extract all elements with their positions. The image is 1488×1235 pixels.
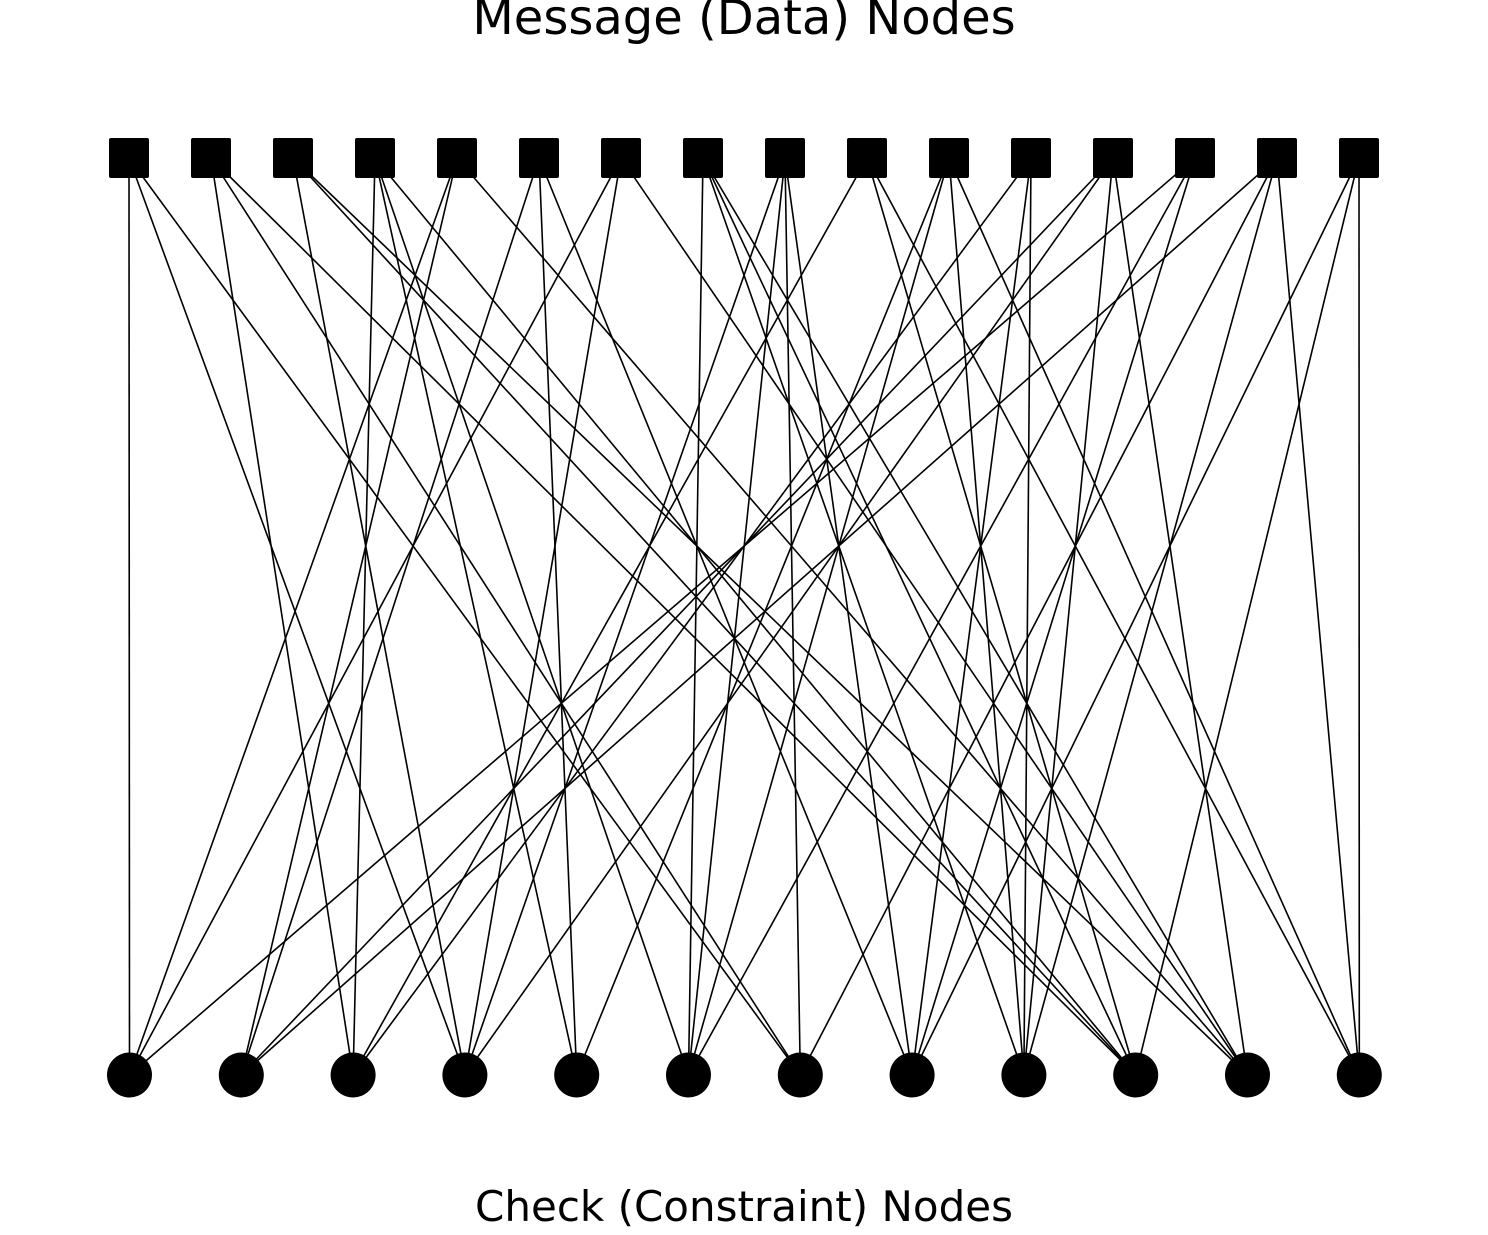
message-node-7 [683, 138, 723, 178]
edge-m0-c0 [129, 158, 130, 1075]
check-node-7 [890, 1053, 935, 1098]
message-node-12 [1093, 138, 1133, 178]
edge-m6-c0 [130, 158, 622, 1075]
edge-m9-c9 [867, 158, 1136, 1075]
message-node-14 [1257, 138, 1297, 178]
check-node-1 [219, 1053, 264, 1098]
message-node-11 [1011, 138, 1051, 178]
edges [129, 158, 1359, 1075]
edge-m13-c0 [130, 158, 1196, 1075]
edge-m8-c6 [785, 158, 800, 1075]
edge-m5-c1 [241, 158, 539, 1075]
edge-m12-c10 [1113, 158, 1248, 1075]
edge-m15-c9 [1136, 158, 1359, 1075]
edge-m7-c5 [689, 158, 704, 1075]
message-node-10 [929, 138, 969, 178]
message-node-4 [437, 138, 477, 178]
edge-m5-c4 [539, 158, 577, 1075]
edge-m2-c3 [293, 158, 465, 1075]
message-node-2 [273, 138, 313, 178]
edge-m0-c6 [129, 158, 800, 1075]
message-node-9 [847, 138, 887, 178]
check-node-0 [107, 1053, 152, 1098]
message-node-1 [191, 138, 231, 178]
check-nodes-title: Check (Constraint) Nodes [0, 1180, 1488, 1234]
edge-m14-c1 [241, 158, 1277, 1075]
edge-m3-c5 [375, 158, 689, 1075]
check-node-3 [442, 1053, 487, 1098]
edge-m14-c6 [800, 158, 1277, 1075]
edge-m14-c8 [1024, 158, 1277, 1075]
message-node-13 [1175, 138, 1215, 178]
edge-m14-c11 [1277, 158, 1359, 1075]
message-nodes-title: Message (Data) Nodes [0, 0, 1488, 48]
message-node-6 [601, 138, 641, 178]
edge-m4-c10 [457, 158, 1248, 1075]
edge-m12-c3 [465, 158, 1113, 1075]
edge-m1-c2 [211, 158, 353, 1075]
check-node-5 [666, 1053, 711, 1098]
message-node-3 [355, 138, 395, 178]
message-node-15 [1339, 138, 1379, 178]
edge-m1-c6 [211, 158, 800, 1075]
check-node-11 [1337, 1053, 1382, 1098]
message-node-0 [109, 138, 149, 178]
edge-m15-c7 [912, 158, 1359, 1075]
check-node-4 [554, 1053, 599, 1098]
message-node-5 [519, 138, 559, 178]
edge-m11-c8 [1024, 158, 1031, 1075]
check-node-10 [1225, 1053, 1270, 1098]
edge-m12-c8 [1024, 158, 1113, 1075]
edge-m10-c5 [689, 158, 950, 1075]
edge-m5-c7 [539, 158, 912, 1075]
check-node-8 [1001, 1053, 1046, 1098]
message-node-8 [765, 138, 805, 178]
check-node-6 [778, 1053, 823, 1098]
check-node-2 [331, 1053, 376, 1098]
check-nodes [107, 1053, 1382, 1098]
edge-m7-c9 [703, 158, 1136, 1075]
message-nodes [109, 138, 1379, 178]
check-node-9 [1113, 1053, 1158, 1098]
